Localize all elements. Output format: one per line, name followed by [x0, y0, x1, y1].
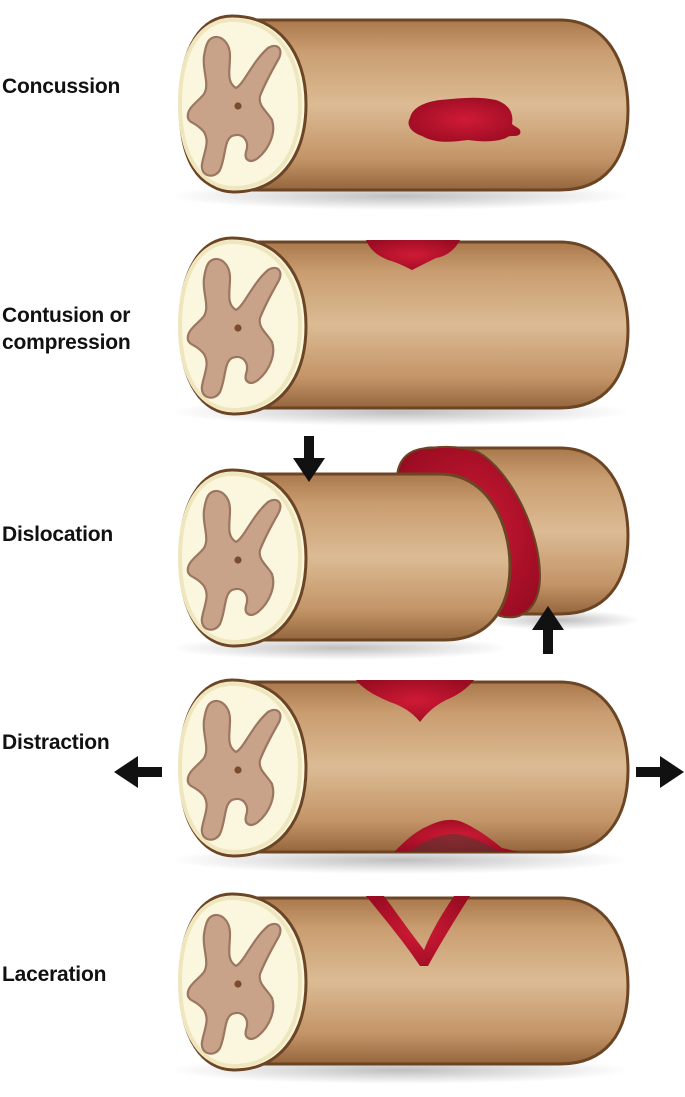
laceration-cut	[366, 896, 470, 966]
panel-dislocation	[170, 436, 640, 660]
label-laceration: Laceration	[2, 963, 107, 986]
panel-concussion	[170, 14, 630, 210]
concussion-bleed	[408, 97, 521, 142]
label-dislocation: Dislocation	[2, 523, 113, 546]
label-concussion: Concussion	[2, 75, 121, 98]
label-contusion-line2: compression	[2, 331, 131, 354]
contusion-bleed	[366, 240, 460, 270]
arrow-up-icon	[532, 606, 564, 654]
panel-distraction	[114, 678, 684, 874]
label-distraction: Distraction	[2, 731, 110, 754]
panel-contusion	[170, 236, 630, 426]
arrow-right-icon	[636, 756, 684, 788]
label-contusion-line1: Contusion or	[2, 304, 131, 327]
panel-laceration	[170, 892, 630, 1084]
arrow-left-icon	[114, 756, 162, 788]
arrow-down-icon	[293, 436, 325, 482]
distraction-bleed-top	[356, 680, 474, 722]
